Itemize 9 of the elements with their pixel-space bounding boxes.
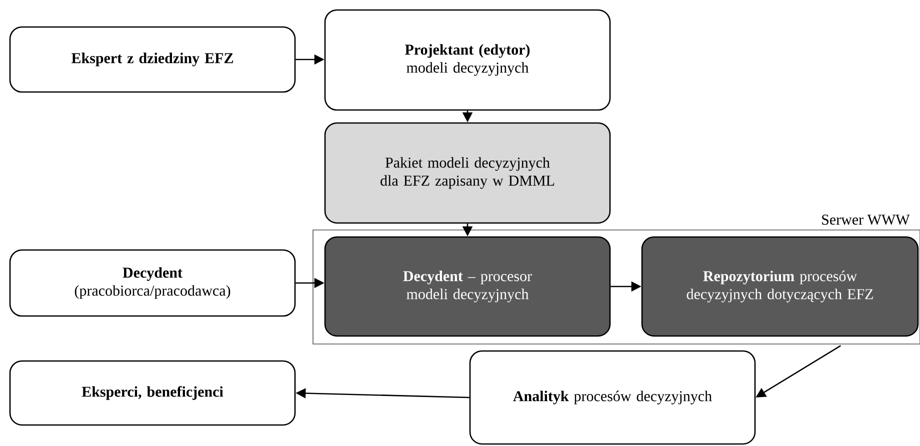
package-box: Pakiet modeli decyzyjnych dla EFZ zapisany w DMML <box>324 122 611 224</box>
actor-box: Decydent (pracobiorca/pracodawca) <box>9 249 296 317</box>
node-label: Serwer WWW <box>822 214 910 225</box>
actor-box: Ekspert z dziedziny EFZ <box>9 26 296 93</box>
repository-box: Repozytorium procesów decyzyjnych dotyczących EFZ <box>641 236 919 337</box>
actor-box: Eksperci, beneficjenci <box>9 360 296 426</box>
process-box: Decydent – procesor modeli decyzyjnych <box>324 236 611 337</box>
process-box: Analityk procesów decyzyjnych <box>469 350 756 445</box>
process-box: Projektant (edytor) modeli decyzyjnych <box>324 9 611 111</box>
